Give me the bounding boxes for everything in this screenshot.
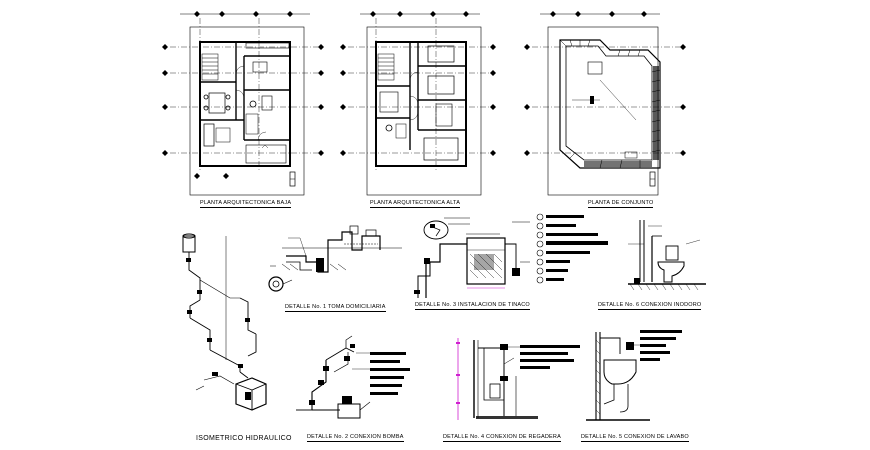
detail-3-drawing bbox=[414, 217, 530, 298]
upper-floor-plan bbox=[340, 11, 496, 196]
isometric-piping bbox=[182, 233, 267, 411]
detail-4-title: DETALLE No. 4 CONEXION DE REGADERA bbox=[443, 434, 561, 442]
detail-6-drawing bbox=[628, 220, 706, 291]
site-plan bbox=[524, 11, 686, 196]
detail-3-title: DETALLE No. 3 INSTALACION DE TINACO bbox=[415, 302, 530, 310]
ground-floor-plan bbox=[162, 11, 324, 196]
detail-1-title: DETALLE No. 1 TOMA DOMICILIARIA bbox=[285, 304, 386, 312]
legend-list bbox=[536, 213, 608, 284]
detail-2-drawing bbox=[296, 335, 410, 419]
detail-5-title: DETALLE No. 5 CONEXION DE LAVABO bbox=[581, 434, 689, 442]
detail-4-drawing bbox=[456, 338, 580, 420]
detail-5-drawing bbox=[586, 330, 682, 421]
isometric-title: ISOMETRICO HIDRAULICO bbox=[196, 435, 292, 442]
site-plan-title: PLANTA DE CONJUNTO bbox=[588, 200, 654, 208]
ground-floor-plan-title: PLANTA ARQUITECTONICA BAJA bbox=[200, 200, 292, 208]
detail-2-title: DETALLE No. 2 CONEXION BOMBA bbox=[307, 434, 404, 442]
detail-6-title: DETALLE No. 6 CONEXION INODORO bbox=[598, 302, 702, 310]
detail-1-drawing bbox=[268, 225, 402, 292]
upper-floor-plan-title: PLANTA ARQUITECTONICA ALTA bbox=[370, 200, 461, 208]
